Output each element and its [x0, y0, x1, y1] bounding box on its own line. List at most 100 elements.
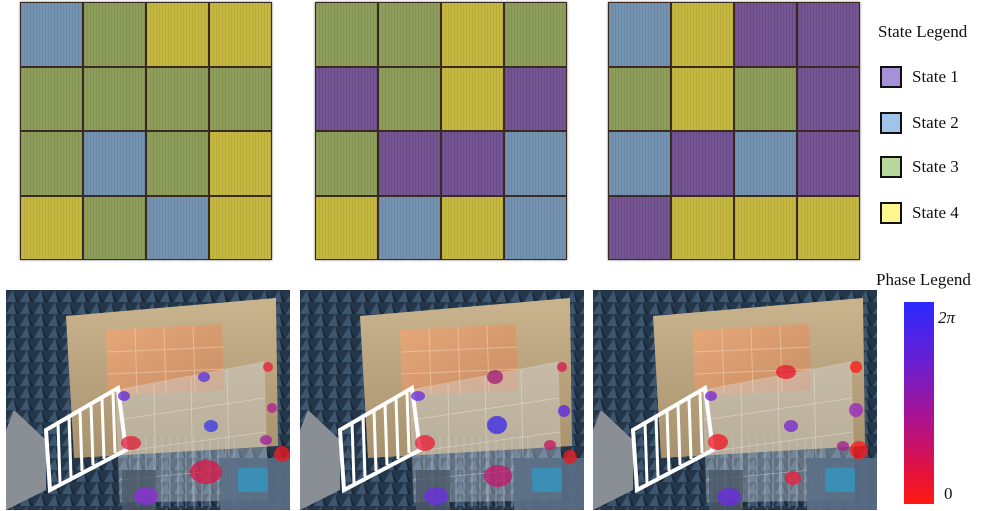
grid-3-cell-r1c3-state-1	[735, 3, 796, 66]
grid-2-cell-r4c3-state-4	[442, 196, 503, 259]
legend-label-state-4: State 4	[912, 203, 959, 222]
grid-3-cell-r2c4-state-1	[798, 67, 859, 130]
state-1-swatch	[880, 66, 902, 88]
grid-3-cell-r2c3-state-3	[735, 67, 796, 130]
grid-1-cell-r1c1-state-2	[21, 3, 82, 66]
phase-marker	[705, 391, 717, 401]
phase-min-label: 0	[944, 484, 953, 503]
phase-marker	[415, 435, 435, 451]
grid-1-cell-r1c3-state-4	[147, 3, 208, 66]
grid-2-cell-r4c2-state-2	[379, 196, 440, 259]
grid-3-cell-r3c3-state-2	[735, 132, 796, 195]
grid-2-cell-r3c1-state-3	[316, 132, 377, 195]
grid-3-cell-r4c4-state-4	[798, 196, 859, 259]
grid-2-cell-r3c3-state-1	[442, 132, 503, 195]
grid-3-cell-r1c4-state-1	[798, 3, 859, 66]
phase-colorbar	[904, 302, 934, 504]
phase-marker	[118, 391, 130, 401]
grid-1-cell-r2c1-state-3	[21, 67, 82, 130]
measurement-photo-1	[6, 290, 290, 510]
phase-marker	[563, 450, 577, 464]
horn-antenna-icon	[6, 384, 129, 510]
phase-marker	[134, 487, 158, 505]
grid-1-cell-r1c4-state-4	[210, 3, 271, 66]
phase-marker	[558, 405, 570, 417]
phase-marker	[263, 362, 273, 372]
legend-item-state-4: State 4	[880, 200, 959, 226]
phase-marker	[411, 391, 425, 401]
grid-3-cell-r4c1-state-1	[609, 196, 670, 259]
phase-marker	[784, 420, 798, 432]
grid-2-cell-r4c4-state-2	[505, 196, 566, 259]
state-4-swatch	[880, 202, 902, 224]
grid-3-cell-r1c1-state-2	[609, 3, 670, 66]
grid-1-cell-r1c2-state-3	[84, 3, 145, 66]
grid-1-cell-r3c1-state-3	[21, 132, 82, 195]
phase-marker	[850, 361, 862, 373]
grid-2-cell-r4c1-state-4	[316, 196, 377, 259]
anechoic-chamber-photo	[593, 290, 877, 510]
phase-legend-title: Phase Legend	[876, 270, 971, 289]
grid-2-cell-r2c3-state-4	[442, 67, 503, 130]
legend-item-state-2: State 2	[880, 110, 959, 136]
state-grid-2	[315, 2, 567, 260]
grid-3-cell-r4c2-state-4	[672, 196, 733, 259]
phase-marker	[717, 488, 741, 506]
grid-1-cell-r3c4-state-4	[210, 132, 271, 195]
grid-1-cell-r4c4-state-4	[210, 196, 271, 259]
grid-2-cell-r3c2-state-1	[379, 132, 440, 195]
grid-2-cell-r1c3-state-4	[442, 3, 503, 66]
phase-marker	[708, 434, 728, 450]
grid-2-cell-r2c1-state-1	[316, 67, 377, 130]
state-3-swatch	[880, 156, 902, 178]
grid-3-cell-r3c4-state-1	[798, 132, 859, 195]
phase-marker	[487, 416, 507, 434]
measurement-photo-3	[593, 290, 877, 510]
grid-2-cell-r2c2-state-3	[379, 67, 440, 130]
grid-1-cell-r4c3-state-2	[147, 196, 208, 259]
state-2-swatch	[880, 112, 902, 134]
grid-2-cell-r3c4-state-2	[505, 132, 566, 195]
grid-3-cell-r3c1-state-2	[609, 132, 670, 195]
phase-marker	[190, 460, 222, 484]
state-legend-title: State Legend	[878, 22, 968, 41]
legend-item-state-1: State 1	[880, 64, 959, 90]
grid-2-cell-r1c2-state-3	[379, 3, 440, 66]
legend-item-state-3: State 3	[880, 154, 959, 180]
phase-marker	[850, 441, 868, 459]
grid-1-cell-r2c4-state-3	[210, 67, 271, 130]
anechoic-chamber-photo	[6, 290, 290, 510]
anechoic-chamber-photo	[300, 290, 584, 510]
grid-2-cell-r2c4-state-1	[505, 67, 566, 130]
phase-marker	[776, 365, 796, 379]
phase-marker	[544, 440, 556, 450]
phase-marker	[267, 403, 277, 413]
phase-marker	[785, 471, 801, 485]
grid-3-cell-r1c2-state-4	[672, 3, 733, 66]
phase-marker	[849, 403, 863, 417]
grid-2-cell-r1c1-state-3	[316, 3, 377, 66]
state-grid-1	[20, 2, 272, 260]
grid-3-cell-r3c2-state-1	[672, 132, 733, 195]
grid-1-cell-r4c1-state-4	[21, 196, 82, 259]
legend-label-state-2: State 2	[912, 113, 959, 132]
phase-marker	[198, 372, 210, 382]
grid-1-cell-r2c2-state-3	[84, 67, 145, 130]
phase-marker	[204, 420, 218, 432]
phase-marker	[260, 435, 272, 445]
legend-label-state-3: State 3	[912, 157, 959, 176]
grid-3-cell-r4c3-state-4	[735, 196, 796, 259]
grid-2-cell-r1c4-state-3	[505, 3, 566, 66]
phase-legend: Phase Legend 2π 0	[872, 268, 1000, 511]
grid-3-cell-r2c1-state-3	[609, 67, 670, 130]
phase-marker	[487, 370, 503, 384]
legend-label-state-1: State 1	[912, 67, 959, 86]
phase-marker	[121, 436, 141, 450]
grid-3-cell-r2c2-state-4	[672, 67, 733, 130]
phase-marker	[484, 465, 512, 487]
measurement-photo-2	[300, 290, 584, 510]
grid-1-cell-r2c3-state-3	[147, 67, 208, 130]
phase-marker	[274, 446, 290, 462]
grid-1-cell-r4c2-state-3	[84, 196, 145, 259]
grid-1-cell-r3c3-state-3	[147, 132, 208, 195]
